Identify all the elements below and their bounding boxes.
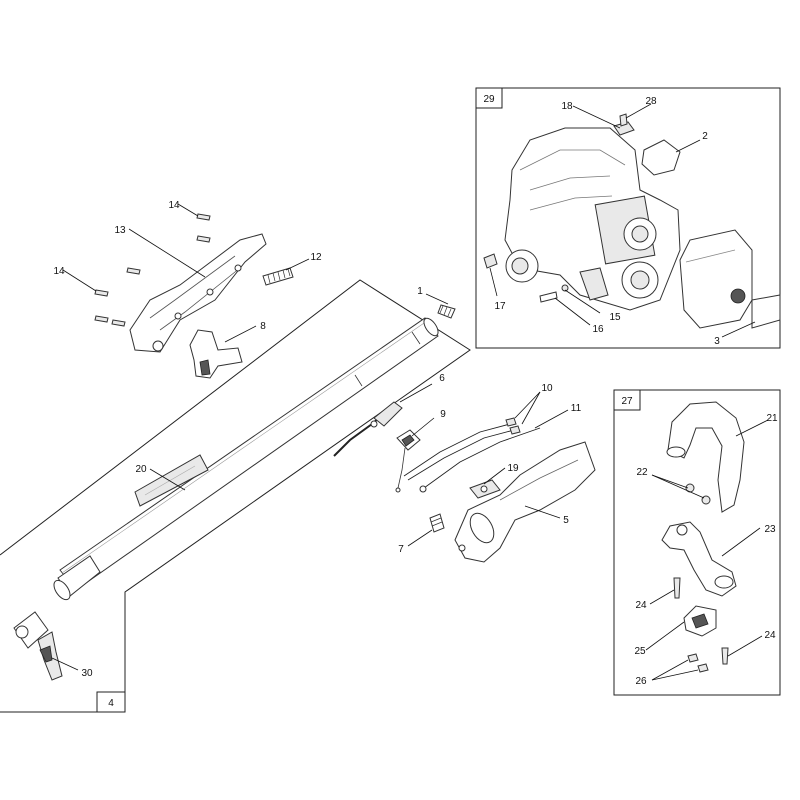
callout-23: 23: [764, 524, 776, 535]
callout-14-top: 14: [168, 200, 180, 211]
callout-17: 17: [494, 301, 506, 312]
box-label-shaft: 4: [108, 698, 114, 709]
screws-14: [94, 213, 211, 327]
callout-26: 26: [635, 676, 647, 687]
plate-19: [469, 479, 501, 499]
shaft-assembly-frame: 4: [0, 279, 471, 713]
screws-24: [673, 577, 729, 665]
callout-24-left: 24: [635, 600, 647, 611]
handle-housing: [129, 233, 267, 353]
callout-24-right: 24: [764, 630, 776, 641]
callout-28: 28: [645, 96, 657, 107]
callout-labels: 1 2 3 5 6 7 8 9 10 11 12 13 14 14 15 16 …: [53, 96, 778, 687]
callout-12: 12: [310, 252, 322, 263]
callout-9: 9: [440, 409, 446, 420]
engine-small-parts: [483, 113, 635, 303]
stop-switch: [395, 429, 421, 493]
callout-30: 30: [81, 668, 93, 679]
callout-1: 1: [417, 286, 423, 297]
decal-3: [751, 294, 781, 329]
callout-22: 22: [636, 467, 648, 478]
switch-harness: [333, 401, 403, 457]
label-sticker: [134, 454, 209, 507]
spring-12: [262, 267, 294, 286]
callout-11: 11: [571, 403, 582, 414]
shaft-clamp: [13, 555, 101, 649]
callout-7: 7: [398, 544, 404, 555]
callout-25: 25: [634, 646, 646, 657]
bolts-22: [685, 483, 711, 505]
clamp-lever: [37, 631, 63, 681]
engine-body: [504, 127, 681, 311]
handle-bracket: [661, 521, 737, 597]
callout-6: 6: [439, 373, 445, 384]
loop-handle: [666, 401, 745, 513]
grip-handle: [454, 441, 596, 563]
callout-2: 2: [702, 131, 708, 142]
air-filter-cover: [679, 229, 753, 329]
ignition-wires: [403, 417, 521, 481]
leader-lines: [51, 103, 769, 681]
clamp-block: [683, 605, 717, 637]
callout-16: 16: [592, 324, 604, 335]
callout-14-left: 14: [53, 266, 65, 277]
callout-20: 20: [135, 464, 147, 475]
box-label-engine: 29: [483, 94, 495, 105]
engine-assembly-frame: 29: [475, 87, 781, 349]
callout-19: 19: [507, 463, 519, 474]
throttle-cable: [419, 427, 541, 493]
callout-5: 5: [563, 515, 569, 526]
callout-8: 8: [260, 321, 266, 332]
box-label-handle: 27: [621, 396, 633, 407]
callout-13: 13: [114, 225, 126, 236]
callout-10: 10: [541, 383, 553, 394]
spring-7: [429, 513, 445, 533]
callout-3: 3: [714, 336, 720, 347]
gasket-2: [641, 139, 681, 176]
nuts-26: [687, 653, 709, 673]
throttle-trigger: [189, 329, 243, 379]
callout-21: 21: [766, 413, 778, 424]
handle-assembly-frame: 27: [613, 389, 781, 696]
drive-shaft-tube: [59, 317, 439, 591]
spring-1: [437, 304, 456, 319]
callout-15: 15: [609, 312, 621, 323]
callout-18: 18: [561, 101, 573, 112]
